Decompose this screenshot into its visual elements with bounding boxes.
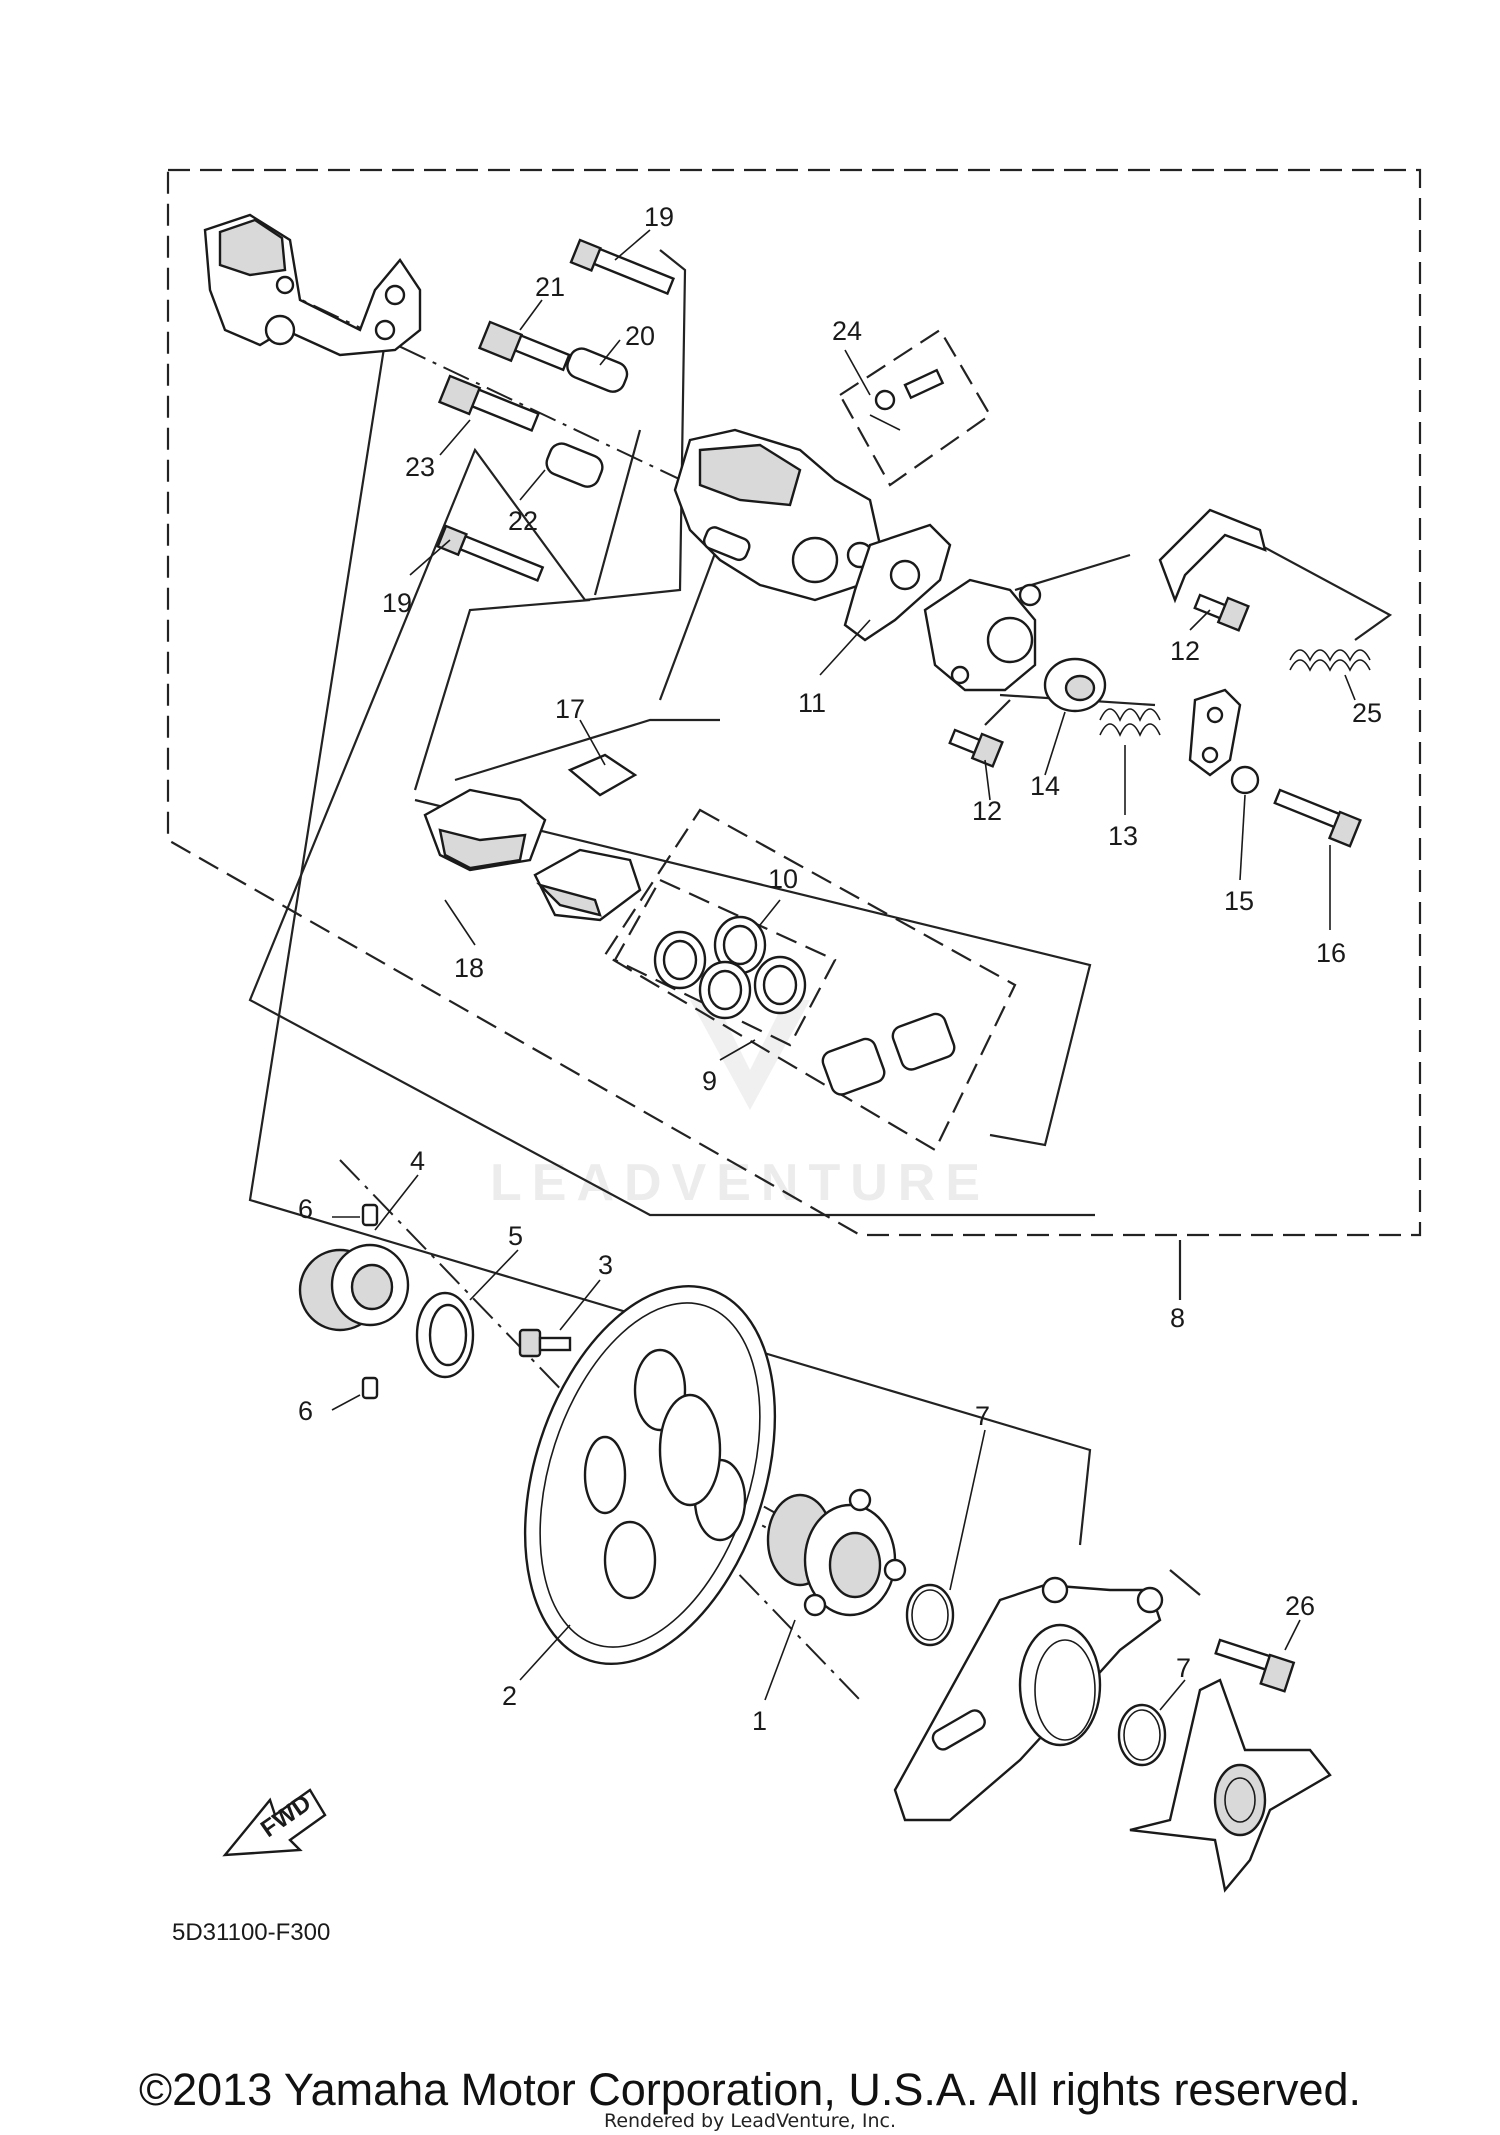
caliper-assembly-boundary [166,168,1422,1237]
callout-10: 10 [768,864,798,894]
brake-disc-2 [523,1284,777,1666]
caliper-bracket [203,213,422,357]
bleeder-screw-24 [869,368,945,431]
brake-lever-plate [1188,688,1242,777]
callout-22: 22 [508,506,538,536]
callout-12-upper: 12 [1170,636,1200,666]
slide-pin-23 [437,374,541,432]
spring-25 [1289,649,1371,672]
callout-9: 9 [702,1066,717,1096]
hub-1 [766,1488,907,1617]
piston-group-boundary [603,808,1017,1152]
gasket-11 [843,523,952,642]
callout-12-lower: 12 [972,796,1002,826]
callout-15: 15 [1224,886,1254,916]
callout-7-a: 7 [975,1401,990,1431]
callout-14: 14 [1030,771,1060,801]
callout-5: 5 [508,1221,523,1251]
callout-6-top: 6 [298,1194,313,1224]
callout-25: 25 [1352,698,1382,728]
callout-24: 24 [832,316,862,346]
o-ring-7-a [905,1583,955,1647]
set-screw-6-bottom [361,1376,379,1400]
rendered-by-label: Rendered by LeadVenture, Inc. [603,2110,897,2132]
callout-6-bottom: 6 [298,1396,313,1426]
fwd-arrow-icon: FWD [222,1788,327,1857]
bleeder-boundary [838,328,992,487]
callout-17: 17 [555,694,585,724]
seal-kit-boundary [613,878,837,1047]
callout-19-top: 19 [644,202,674,232]
callout-16: 16 [1316,938,1346,968]
axle-nut-4 [298,1243,410,1332]
adjuster-nut-14 [1043,657,1107,713]
callout-2: 2 [502,1681,517,1711]
callout-20: 20 [625,321,655,351]
bolt-26 [1214,1638,1296,1693]
piston-9 [821,1012,956,1096]
callout-11: 11 [798,688,826,718]
slide-pin-boot-22 [545,442,604,488]
brake-pad-18-a [423,788,547,872]
callout-21: 21 [535,272,565,302]
caliper-mount-bracket [893,1576,1164,1822]
sprocket-hub-flange [1129,1678,1332,1893]
callout-leaders [331,229,1356,1711]
bolt-12-upper [1193,593,1250,632]
callout-19-lower: 19 [382,588,412,618]
callout-18: 18 [454,953,484,983]
cable-bracket [1158,508,1267,604]
o-ring-7-b [1117,1703,1167,1767]
watermark-text: LEADVENTURE [490,1154,990,1212]
nut-15 [1230,765,1260,795]
parking-brake-housing [923,578,1042,692]
bolt-3 [518,1328,572,1358]
bolt-21 [477,320,571,372]
callout-7-b: 7 [1176,1653,1191,1683]
set-screw-6-top [361,1203,379,1227]
slide-pin-boot-20 [566,347,629,393]
callout-numbers: 19 21 20 24 23 22 19 17 11 12 25 12 14 1… [298,202,1382,1736]
spring-13 [1099,708,1161,737]
bolt-16 [1273,788,1362,848]
bolt-19-lower [436,524,545,583]
bolt-19-top [569,238,676,296]
caliper-body [673,428,882,602]
pad-support-17 [567,753,638,797]
callout-13: 13 [1108,821,1138,851]
callout-1: 1 [752,1706,767,1736]
seal-kit-10 [653,915,807,1020]
callout-23: 23 [405,452,435,482]
callout-3: 3 [598,1250,613,1280]
callout-8: 8 [1170,1303,1185,1333]
copyright-notice: ©2013 Yamaha Motor Corporation, U.S.A. A… [138,2064,1362,2115]
bolt-12-lower [948,728,1004,768]
brake-pad-18-b [533,848,642,922]
washer-5 [415,1291,475,1379]
diagram-code: 5D31100-F300 [172,1919,330,1946]
callout-26: 26 [1285,1591,1315,1621]
callout-4: 4 [410,1146,425,1176]
